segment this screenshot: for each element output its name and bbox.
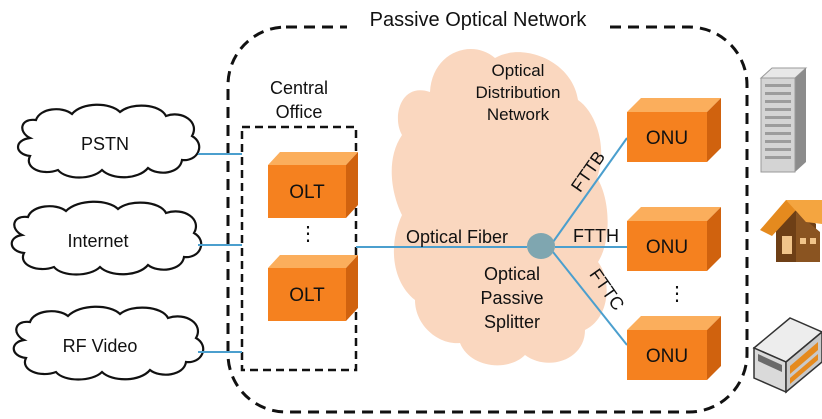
splitter-label-line2: Passive (480, 288, 543, 308)
onu-label-3: ONU (646, 346, 688, 367)
central-office-label-line2: Office (276, 102, 323, 122)
service-label-rf-video: RF Video (63, 336, 138, 356)
cloud-pstn (16, 103, 201, 179)
odn-cloud (391, 48, 608, 366)
optical-splitter (527, 233, 555, 259)
olt-label-2: OLT (289, 285, 325, 306)
service-label-pstn: PSTN (81, 134, 129, 154)
olt-cube-2 (268, 255, 358, 321)
optical-fiber-label: Optical Fiber (406, 227, 508, 247)
onu-cube-3 (627, 316, 721, 380)
odn-label-line2: Distribution (475, 83, 560, 102)
service-label-internet: Internet (67, 231, 128, 251)
splitter-label-line3: Splitter (484, 312, 540, 332)
branch-fttb (552, 137, 628, 243)
cloud-rf-video (12, 305, 205, 381)
central-office-box (240, 125, 358, 372)
onu-ellipsis: ⋮ (667, 283, 687, 305)
title-background (347, 8, 607, 34)
central-office-label-line1: Central (270, 78, 328, 98)
building-icon (759, 67, 808, 173)
cloud-internet (10, 200, 203, 276)
odn-label-line1: Optical (492, 61, 545, 80)
onu-label-2: ONU (646, 237, 688, 258)
branch-label-ftth: FTTH (573, 226, 619, 246)
house-icon (760, 200, 822, 262)
onu-cube-2 (627, 207, 721, 271)
olt-cube-1 (268, 152, 358, 218)
splitter-label-line1: Optical (484, 264, 540, 284)
onu-label-1: ONU (646, 128, 688, 149)
office-icon (752, 317, 822, 394)
pon-title: Passive Optical Network (370, 9, 588, 31)
olt-ellipsis: ⋮ (298, 223, 318, 245)
olt-label-1: OLT (289, 182, 325, 203)
odn-label-line3: Network (487, 105, 550, 124)
onu-cube-1 (627, 98, 721, 162)
branch-fttc (552, 251, 628, 346)
